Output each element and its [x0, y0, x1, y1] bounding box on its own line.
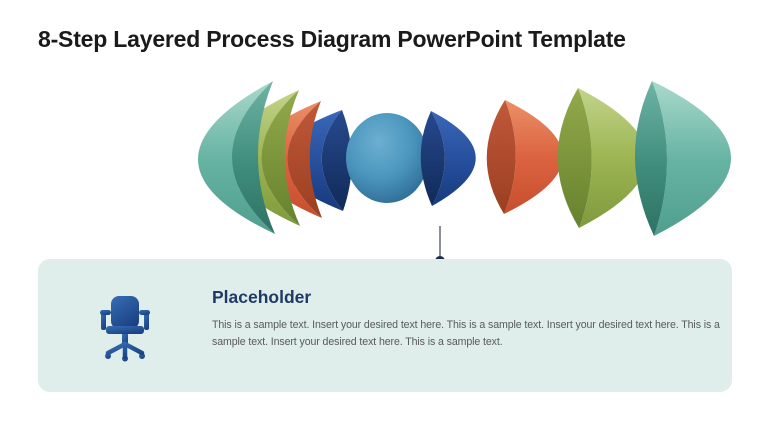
layer-step-8-outer-surface [652, 81, 732, 236]
layer-step-8-cut-face [634, 81, 668, 236]
layer-step-4-cut-face [321, 110, 352, 211]
placeholder-card[interactable] [38, 259, 732, 392]
layer-step-5[interactable] [420, 111, 476, 206]
chair-arm-left-top [100, 310, 111, 315]
placeholder-body-text[interactable]: This is a sample text. Insert your desir… [212, 319, 720, 348]
chair-pole [122, 334, 128, 346]
chair-arm-left [101, 313, 106, 330]
layer-step-1-outer-surface [197, 81, 275, 234]
chair-legs [105, 341, 145, 360]
chair-arm-right [144, 313, 149, 330]
layer-step-2-cut-face [261, 90, 300, 226]
layer-step-6[interactable] [486, 100, 563, 214]
layer-step-7-outer-surface [578, 88, 647, 228]
layer-step-5-outer-surface [431, 111, 476, 206]
placeholder-title[interactable]: Placeholder [212, 287, 312, 307]
layer-step-6-cut-face [486, 100, 516, 214]
layer-step-3-cut-face [287, 101, 322, 218]
layer-step-5-cut-face [420, 111, 445, 206]
layer-step-7-cut-face [557, 88, 592, 228]
slide-title[interactable]: 8-Step Layered Process Diagram PowerPoin… [38, 26, 626, 52]
office-chair-icon[interactable] [100, 296, 150, 362]
layer-step-1[interactable] [197, 81, 275, 234]
layer-step-7[interactable] [557, 88, 647, 228]
layer-step-6-outer-surface [504, 100, 563, 214]
chair-arm-right-top [139, 310, 150, 315]
layer-step-8[interactable] [634, 81, 732, 236]
chair-backrest [111, 296, 139, 329]
layer-step-1-cut-face [231, 81, 275, 234]
center-sphere[interactable] [346, 113, 428, 203]
chair-seat [106, 326, 144, 334]
